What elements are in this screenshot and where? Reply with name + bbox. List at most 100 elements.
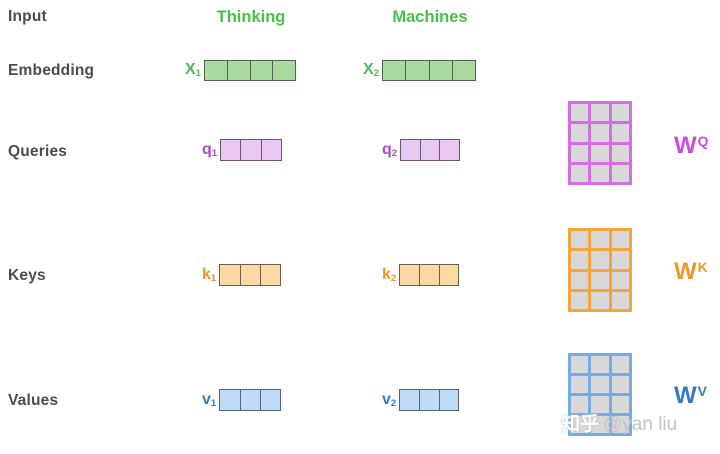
matrix-cell bbox=[591, 251, 609, 269]
matrix-cell bbox=[591, 396, 609, 413]
matrix-cell bbox=[571, 251, 589, 269]
matrix-cell bbox=[611, 164, 629, 182]
k2-subscript: 2 bbox=[390, 272, 397, 284]
k1-symbol: k bbox=[202, 265, 211, 283]
vector-cell bbox=[239, 265, 260, 285]
v2-vector bbox=[399, 389, 460, 411]
vector-cell bbox=[451, 61, 476, 80]
v1-vector bbox=[219, 389, 282, 411]
vector-cell bbox=[418, 265, 439, 285]
wq-label: WQ bbox=[674, 134, 708, 158]
vector-cell bbox=[438, 390, 459, 410]
q1-symbol: q bbox=[202, 140, 212, 158]
wv-weight-matrix bbox=[568, 353, 632, 436]
wk-weight-matrix bbox=[568, 228, 632, 312]
matrix-cell bbox=[591, 356, 609, 373]
matrix-cell bbox=[611, 124, 629, 142]
wv-label: WV bbox=[674, 384, 707, 408]
matrix-cell bbox=[571, 396, 589, 413]
wq-superscript: Q bbox=[697, 133, 709, 150]
vector-cell bbox=[249, 61, 273, 80]
value-v2-group: v2 bbox=[382, 389, 460, 411]
v1-symbol: v bbox=[202, 390, 211, 408]
matrix-cell bbox=[591, 291, 609, 309]
key-k2-group: k2 bbox=[382, 264, 460, 286]
v1-subscript: 1 bbox=[210, 397, 217, 409]
v2-subscript: 2 bbox=[390, 397, 397, 409]
vector-cell bbox=[438, 265, 459, 285]
vector-cell bbox=[259, 390, 281, 410]
v2-symbol: v bbox=[382, 390, 391, 408]
vector-cell bbox=[220, 265, 240, 285]
matrix-cell bbox=[591, 376, 609, 393]
row-label-input: Input bbox=[8, 8, 47, 25]
matrix-cell bbox=[571, 271, 589, 289]
vector-cell bbox=[205, 61, 227, 80]
vector-cell bbox=[400, 390, 419, 410]
q1-label: q1 bbox=[202, 140, 218, 159]
matrix-cell bbox=[611, 271, 629, 289]
q2-symbol: q bbox=[382, 140, 392, 158]
key-k1-group: k1 bbox=[202, 264, 282, 286]
k1-subscript: 1 bbox=[210, 272, 217, 284]
matrix-cell bbox=[591, 104, 609, 122]
embedding-x1-group: X1 bbox=[185, 60, 297, 81]
vector-cell bbox=[221, 140, 241, 160]
x2-vector bbox=[382, 60, 477, 81]
matrix-cell bbox=[611, 376, 629, 393]
k2-label: k2 bbox=[382, 265, 397, 284]
x1-symbol: X bbox=[185, 61, 196, 79]
matrix-cell bbox=[611, 251, 629, 269]
matrix-cell bbox=[571, 416, 589, 433]
query-q2-group: q2 bbox=[382, 139, 461, 161]
matrix-cell bbox=[571, 144, 589, 162]
value-v1-group: v1 bbox=[202, 389, 282, 411]
wq-symbol: W bbox=[674, 132, 697, 159]
matrix-cell bbox=[611, 231, 629, 249]
matrix-cell bbox=[591, 164, 609, 182]
matrix-cell bbox=[611, 291, 629, 309]
watermark-handle: @yan liu bbox=[603, 414, 678, 435]
matrix-cell bbox=[591, 416, 609, 433]
vector-cell bbox=[260, 140, 282, 160]
vector-cell bbox=[400, 265, 419, 285]
q2-vector bbox=[400, 139, 461, 161]
watermark: 知乎@yan liu bbox=[561, 409, 677, 436]
x1-label: X1 bbox=[185, 62, 201, 79]
embedding-x2-group: X2 bbox=[363, 60, 477, 81]
vector-cell bbox=[239, 390, 260, 410]
q2-subscript: 2 bbox=[391, 147, 398, 159]
matrix-cell bbox=[571, 291, 589, 309]
q1-subscript: 1 bbox=[211, 147, 218, 159]
k1-label: k1 bbox=[202, 265, 217, 284]
row-label-embedding: Embedding bbox=[8, 62, 95, 79]
vector-cell bbox=[272, 61, 296, 80]
matrix-cell bbox=[591, 231, 609, 249]
vector-cell bbox=[405, 61, 429, 80]
matrix-cell bbox=[571, 104, 589, 122]
row-label-queries: Queries bbox=[8, 143, 68, 160]
vector-cell bbox=[419, 140, 440, 160]
wv-symbol: W bbox=[674, 382, 697, 409]
vector-cell bbox=[220, 390, 240, 410]
wv-superscript: V bbox=[697, 383, 707, 400]
matrix-cell bbox=[591, 124, 609, 142]
vector-cell bbox=[383, 61, 406, 80]
matrix-cell bbox=[611, 416, 629, 433]
x2-symbol: X bbox=[363, 61, 374, 79]
matrix-cell bbox=[611, 144, 629, 162]
k2-symbol: k bbox=[382, 265, 391, 283]
matrix-cell bbox=[591, 144, 609, 162]
wk-label: WK bbox=[674, 260, 708, 284]
matrix-cell bbox=[571, 356, 589, 373]
matrix-cell bbox=[571, 231, 589, 249]
row-label-values: Values bbox=[8, 392, 59, 409]
matrix-cell bbox=[591, 271, 609, 289]
vector-cell bbox=[226, 61, 250, 80]
input-word-machines: Machines bbox=[392, 8, 468, 26]
q2-label: q2 bbox=[382, 140, 398, 159]
v2-label: v2 bbox=[382, 390, 397, 409]
wq-weight-matrix bbox=[568, 101, 632, 185]
wk-symbol: W bbox=[674, 258, 697, 285]
